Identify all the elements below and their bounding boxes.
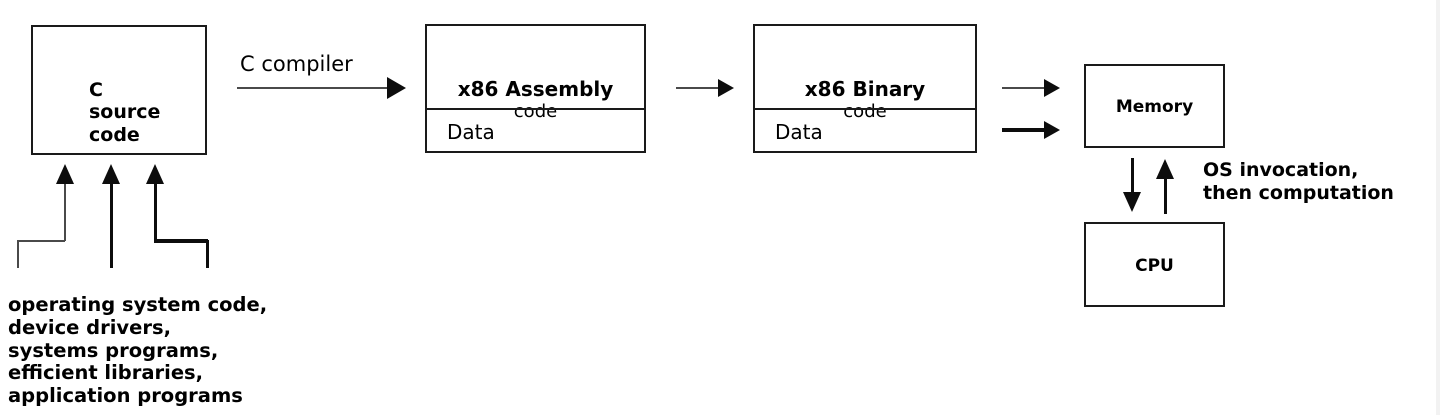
arrow-line-binary-data-to-memory <box>1002 128 1046 132</box>
box-memory: Memory <box>1084 64 1225 148</box>
arrow-right-icon-c-to-assembly <box>387 77 406 99</box>
bracket-right-horizontal <box>154 239 208 243</box>
assembly-data-label: Data <box>447 120 495 144</box>
x86-assembly-heading: x86 Assembly <box>457 77 614 101</box>
arrow-right-icon-binary-code-to-memory <box>1044 79 1060 97</box>
box-cpu: CPU <box>1084 222 1225 307</box>
x86-binary-subheading: code <box>843 101 887 122</box>
os-invocation-note: OS invocation, then computation <box>1203 159 1394 205</box>
box-x86-assembly: x86 Assembly code Data <box>425 24 646 153</box>
bracket-right-drop <box>206 240 209 268</box>
c-source-code-label: C source code <box>89 79 161 146</box>
arrow-line-binary-code-to-memory <box>1002 87 1046 89</box>
binary-code-data-divider <box>755 108 975 110</box>
arrow-right-icon-binary-data-to-memory <box>1044 121 1060 139</box>
bracket-left-drop <box>17 240 19 268</box>
binary-data-label: Data <box>775 120 823 144</box>
cpu-label: CPU <box>1135 256 1174 276</box>
c-compiler-label: C compiler <box>240 52 353 76</box>
arrow-up-icon-right-into-c-source <box>146 164 164 184</box>
arrow-line-memory-to-cpu <box>1131 158 1134 194</box>
arrow-up-icon-left-into-c-source <box>56 164 74 184</box>
arrow-down-icon-memory-to-cpu <box>1123 192 1141 212</box>
arrow-line-cpu-to-memory <box>1164 178 1167 214</box>
arrow-line-c-to-assembly <box>237 87 389 89</box>
arrow-up-icon-middle-into-c-source <box>102 164 120 184</box>
arrow-line-left-into-c-source <box>64 183 66 241</box>
arrow-right-icon-assembly-to-binary <box>718 79 734 97</box>
arrow-line-middle-into-c-source <box>110 183 113 268</box>
bracket-left-horizontal <box>17 240 65 242</box>
right-edge-strip <box>1436 0 1440 415</box>
memory-label: Memory <box>1115 97 1194 117</box>
sources-list-text: operating system code, device drivers, s… <box>8 293 268 408</box>
arrow-up-icon-cpu-to-memory <box>1156 159 1174 179</box>
arrow-line-right-into-c-source <box>154 183 157 241</box>
box-c-source-code: C source code <box>31 25 207 155</box>
box-x86-binary: x86 Binary code Data <box>753 24 977 153</box>
x86-assembly-subheading: code <box>513 101 558 122</box>
arrow-line-assembly-to-binary <box>676 87 720 89</box>
assembly-code-data-divider <box>427 108 644 110</box>
x86-binary-heading: x86 Binary <box>804 77 926 101</box>
